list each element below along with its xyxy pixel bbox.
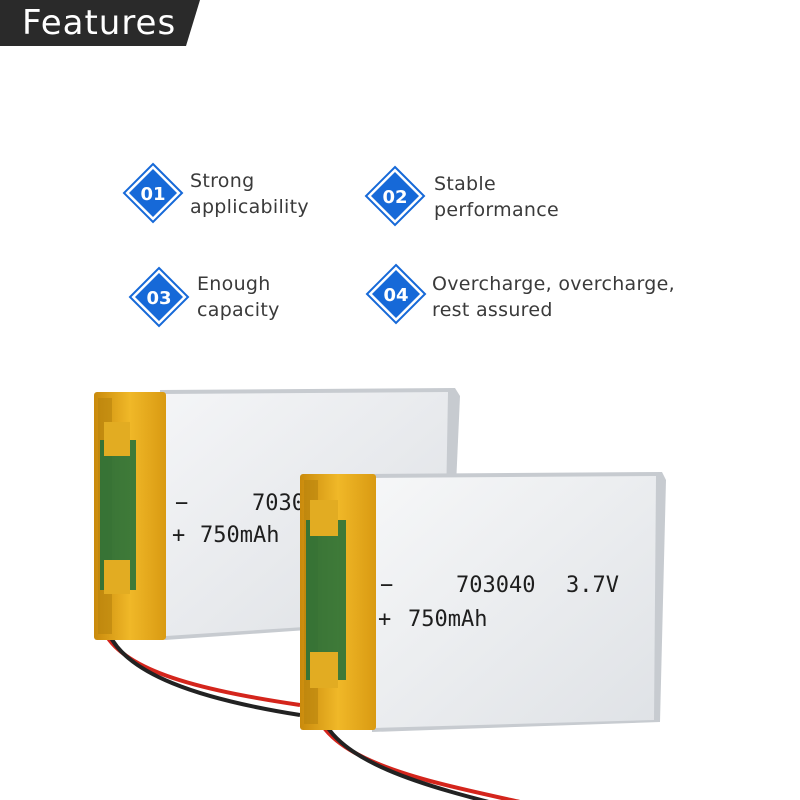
battery-product-illustration: − 7030 + 750mAh − 703040 3.7V + 750mAh: [94, 388, 666, 800]
feature-line2: rest assured: [432, 299, 553, 321]
feature-line1: Strong: [190, 170, 255, 192]
features-banner: [0, 0, 200, 46]
back-battery-capacity: 750mAh: [200, 523, 279, 548]
feature-line1: Overcharge, overcharge,: [432, 273, 675, 295]
badge-number: 04: [383, 285, 408, 306]
feature-line2: capacity: [197, 299, 280, 321]
front-battery-voltage: 3.7V: [566, 573, 619, 598]
feature-line1: Enough: [197, 273, 271, 295]
back-battery-plus: +: [172, 523, 185, 548]
badge-03-icon: 03: [128, 266, 190, 328]
badge-04-icon: 04: [365, 263, 427, 325]
badge-number: 01: [140, 184, 165, 205]
front-battery-model: 703040: [456, 573, 535, 598]
badge-number: 03: [146, 288, 171, 309]
back-battery-minus: −: [175, 491, 188, 516]
front-battery-minus: −: [380, 573, 393, 598]
badge-01-icon: 01: [122, 162, 184, 224]
front-battery-capacity: 750mAh: [408, 607, 487, 632]
feature-line2: applicability: [190, 196, 309, 218]
feature-line1: Stable: [434, 173, 496, 195]
front-battery-plus: +: [378, 607, 391, 632]
front-battery: − 703040 3.7V + 750mAh: [300, 472, 666, 732]
feature-line2: performance: [434, 199, 559, 221]
page-title: Features: [22, 3, 177, 43]
back-battery-model: 7030: [252, 491, 305, 516]
badge-02-icon: 02: [364, 165, 426, 227]
badge-number: 02: [382, 187, 407, 208]
